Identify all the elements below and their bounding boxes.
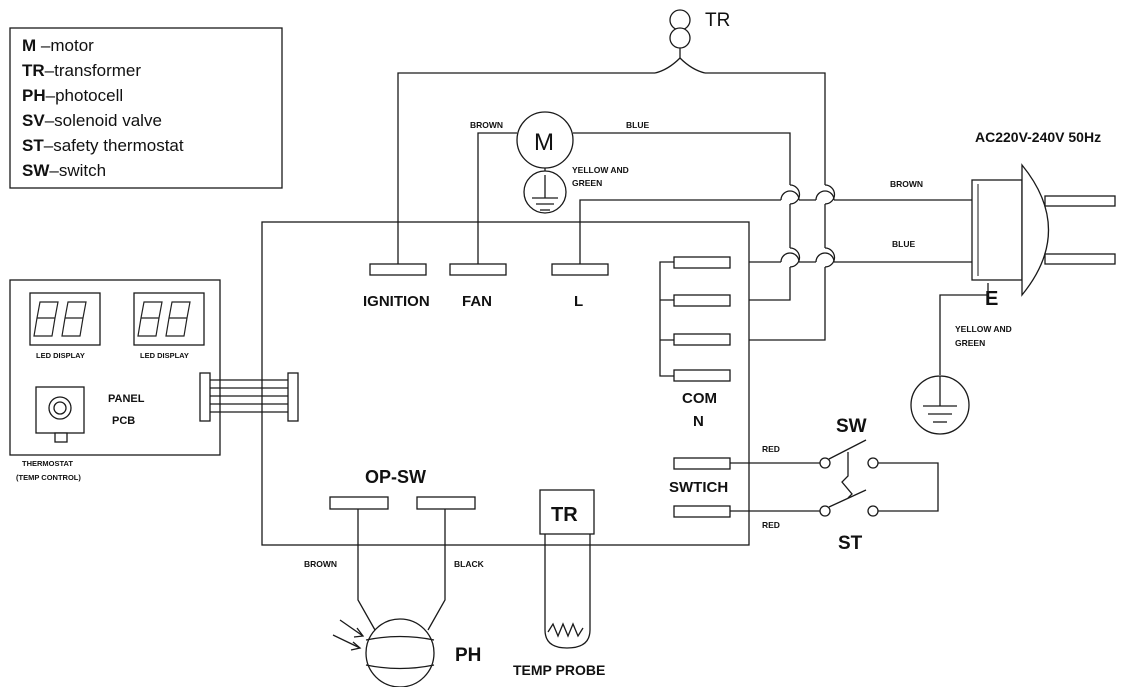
transformer-coil-icon bbox=[669, 9, 691, 31]
terminal-n bbox=[673, 256, 731, 269]
motor: M bbox=[516, 111, 574, 214]
terminal-switch bbox=[673, 505, 731, 518]
transformer-box bbox=[539, 489, 595, 535]
transformer-coil-icon bbox=[669, 27, 691, 49]
plug-head bbox=[1021, 163, 1049, 297]
wire-ignition bbox=[397, 72, 655, 264]
legend-item: PH–photocell bbox=[22, 86, 123, 105]
op-sw-label: OP-SW bbox=[365, 467, 426, 487]
terminal-op-sw bbox=[329, 496, 389, 510]
plug-pin-icon bbox=[1044, 195, 1116, 207]
legend-item: ST–safety thermostat bbox=[22, 136, 184, 155]
led-label: LED DISPLAY bbox=[140, 351, 189, 360]
wire-transformer-right bbox=[705, 72, 826, 341]
controller-board bbox=[261, 221, 750, 546]
panel-label: PCB bbox=[112, 415, 135, 427]
com-bus bbox=[659, 261, 674, 377]
terminal-l bbox=[551, 263, 609, 276]
wire-fan bbox=[477, 132, 517, 264]
transformer-top: TR bbox=[654, 9, 730, 74]
wire-label: YELLOW AND bbox=[572, 165, 629, 175]
earth-label: E bbox=[985, 288, 998, 310]
power-plug: AC220V-240V 50Hz bbox=[971, 129, 1116, 297]
wire-label: GREEN bbox=[572, 178, 602, 188]
switch-label: SW bbox=[836, 416, 867, 437]
wire-label: GREEN bbox=[955, 338, 985, 348]
wire-label: BROWN bbox=[890, 179, 923, 189]
photocell-icon bbox=[365, 618, 435, 687]
ribbon-cable bbox=[199, 372, 299, 422]
plug-body bbox=[971, 179, 1023, 281]
terminal-label: L bbox=[574, 293, 583, 310]
transformer-label: TR bbox=[705, 10, 730, 31]
st-blade bbox=[828, 489, 867, 508]
temp-probe-label: TEMP PROBE bbox=[513, 662, 605, 678]
legend-item: M –motor bbox=[22, 36, 94, 55]
terminal-ignition bbox=[369, 263, 427, 276]
legend-item: SV–solenoid valve bbox=[22, 111, 162, 130]
wire-photocell bbox=[357, 509, 446, 631]
wire-label: BROWN bbox=[470, 120, 503, 130]
thermostat-label: (TEMP CONTROL) bbox=[16, 473, 81, 482]
legend-item: TR–transformer bbox=[22, 61, 141, 80]
switch-contact bbox=[819, 505, 831, 517]
legend-box bbox=[9, 27, 283, 189]
thermostat-knob-icon[interactable] bbox=[35, 386, 85, 434]
terminal-n bbox=[673, 333, 731, 346]
switch-contact bbox=[867, 457, 879, 469]
terminal-label: N bbox=[693, 413, 704, 430]
wire-label: YELLOW AND bbox=[955, 324, 1012, 334]
led-label: LED DISPLAY bbox=[36, 351, 85, 360]
thermostat-label: ST bbox=[838, 533, 863, 554]
terminal-fan bbox=[449, 263, 507, 276]
legend: M –motor TR–transformer PH–photocell SV–… bbox=[9, 27, 283, 189]
wire-label: BLACK bbox=[454, 559, 485, 569]
wire-label: RED bbox=[762, 520, 780, 530]
panel-label: PANEL bbox=[108, 393, 145, 405]
wire-label: BLUE bbox=[626, 120, 649, 130]
sw-blade bbox=[828, 439, 867, 460]
wire-label: BROWN bbox=[304, 559, 337, 569]
earth: E YELLOW AND GREEN bbox=[910, 283, 1012, 435]
terminal-n bbox=[673, 294, 731, 307]
terminal-label: IGNITION bbox=[363, 293, 430, 310]
terminal-label: FAN bbox=[462, 293, 492, 310]
wire-label: BLUE bbox=[892, 239, 915, 249]
panel-pcb: LED DISPLAY LED DISPLAY PANEL PCB THERMO… bbox=[9, 279, 221, 482]
switch-contact bbox=[867, 505, 879, 517]
wire-label: RED bbox=[762, 444, 780, 454]
legend-item: SW–switch bbox=[22, 161, 106, 180]
terminal-n bbox=[673, 369, 731, 382]
photocell-label: PH bbox=[455, 645, 481, 666]
transformer-label: TR bbox=[551, 504, 578, 526]
terminal-switch bbox=[673, 457, 731, 470]
thermostat-label: THERMOSTAT bbox=[22, 459, 73, 468]
terminal-op-sw bbox=[416, 496, 476, 510]
wire-motor-blue bbox=[573, 132, 791, 301]
power-rating: AC220V-240V 50Hz bbox=[975, 129, 1101, 145]
switch-contact bbox=[819, 457, 831, 469]
temp-probe-icon bbox=[544, 534, 591, 649]
plug-pin-icon bbox=[1044, 253, 1116, 265]
terminal-label: COM bbox=[682, 390, 717, 407]
terminal-label: SWTICH bbox=[669, 479, 728, 496]
motor-label: M bbox=[534, 129, 554, 156]
